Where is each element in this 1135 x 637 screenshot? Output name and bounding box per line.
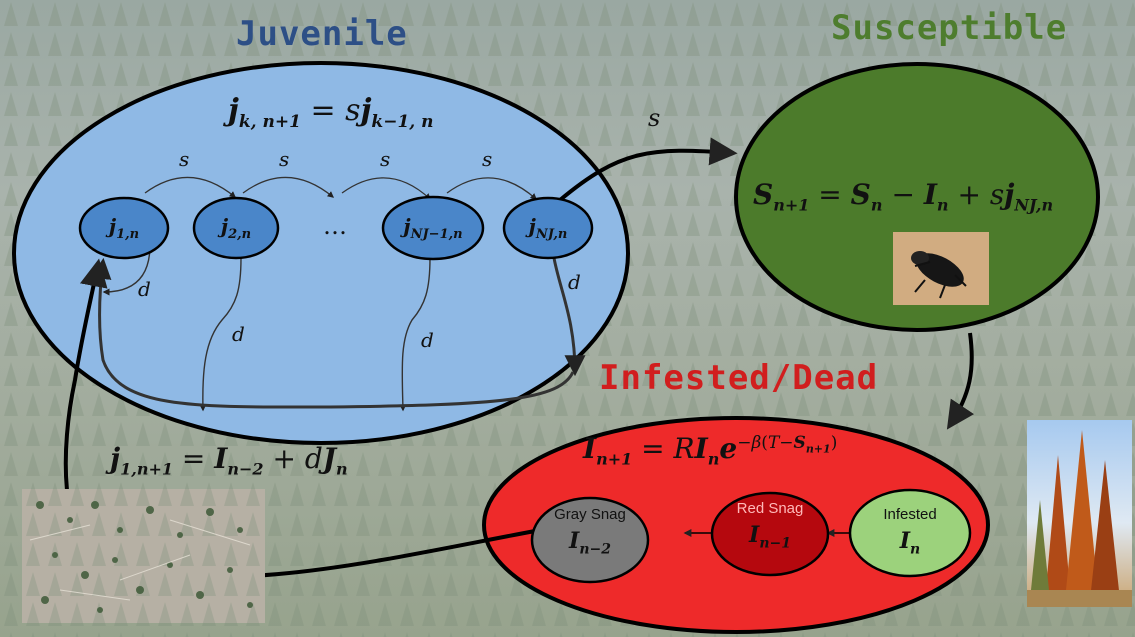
survival-arrow-2-dots — [242, 176, 335, 198]
recruitment-equation: j1,n+1 = In−2 + dJn — [110, 442, 348, 479]
death-drop-nj — [552, 257, 586, 377]
infestation-arrow — [946, 332, 975, 430]
survival-arrow-njm1-nj — [446, 177, 537, 200]
node-jnjm1 — [381, 195, 485, 261]
survival-arrow-dots-njm1 — [341, 177, 431, 200]
susceptible-equation: Sn+1 = Sn − In + sjNJ,n — [753, 178, 1054, 215]
node-infested — [848, 488, 972, 578]
juvenile-equation: jk, n+1 = sjk−1, n — [228, 93, 434, 132]
death-label-njm1: d — [421, 328, 434, 352]
survival-label-1: s — [179, 147, 190, 171]
infested-forest-photo — [1027, 420, 1132, 607]
red-snag-title: Red Snag — [736, 500, 804, 517]
juvenile-title: Juvenile — [236, 14, 408, 54]
death-drop-j2 — [199, 257, 242, 412]
survival-label-4: s — [482, 147, 493, 171]
survival-arrow-1-2 — [144, 176, 237, 198]
gray-snag-var: In−2 — [569, 528, 611, 558]
death-label-j1: d — [138, 277, 151, 301]
node-j2 — [192, 196, 280, 260]
susceptible-title: Susceptible — [831, 8, 1068, 48]
susceptible-compartment — [734, 62, 1100, 332]
node-j2-label: j2,n — [220, 214, 252, 242]
red-snag-var: In−1 — [749, 522, 791, 552]
node-jnjm1-label: jNJ−1,n — [403, 214, 463, 242]
death-return-to-j1 — [90, 257, 575, 409]
ellipsis: … — [323, 212, 347, 240]
node-j1 — [78, 196, 170, 260]
node-jnj — [502, 196, 594, 260]
gray-snag-title: Gray Snag — [554, 506, 626, 523]
death-label-j2: d — [232, 322, 245, 346]
node-j1-label: j1,n — [108, 214, 140, 242]
death-loop-j1 — [102, 244, 151, 296]
juvenile-compartment — [12, 61, 630, 445]
node-gray-snag — [530, 496, 650, 584]
node-red-snag — [710, 491, 830, 577]
survival-label-3: s — [380, 147, 391, 171]
maturation-arrow — [558, 137, 738, 202]
maturation-label: s — [648, 104, 661, 132]
infested-dead-title: Infested/Dead — [599, 358, 879, 398]
infested-title: Infested — [883, 506, 937, 523]
death-label-nj: d — [568, 270, 581, 294]
infested-var: In — [899, 528, 921, 558]
infested-equation: In+1 = RIne−β(T−Sn+1) — [583, 432, 838, 469]
beetle-photo — [893, 232, 989, 305]
death-drop-njm1 — [399, 257, 431, 412]
clearcut-regeneration-photo — [22, 489, 265, 623]
node-jnj-label: jNJ,n — [528, 214, 568, 242]
survival-label-2: s — [279, 147, 290, 171]
